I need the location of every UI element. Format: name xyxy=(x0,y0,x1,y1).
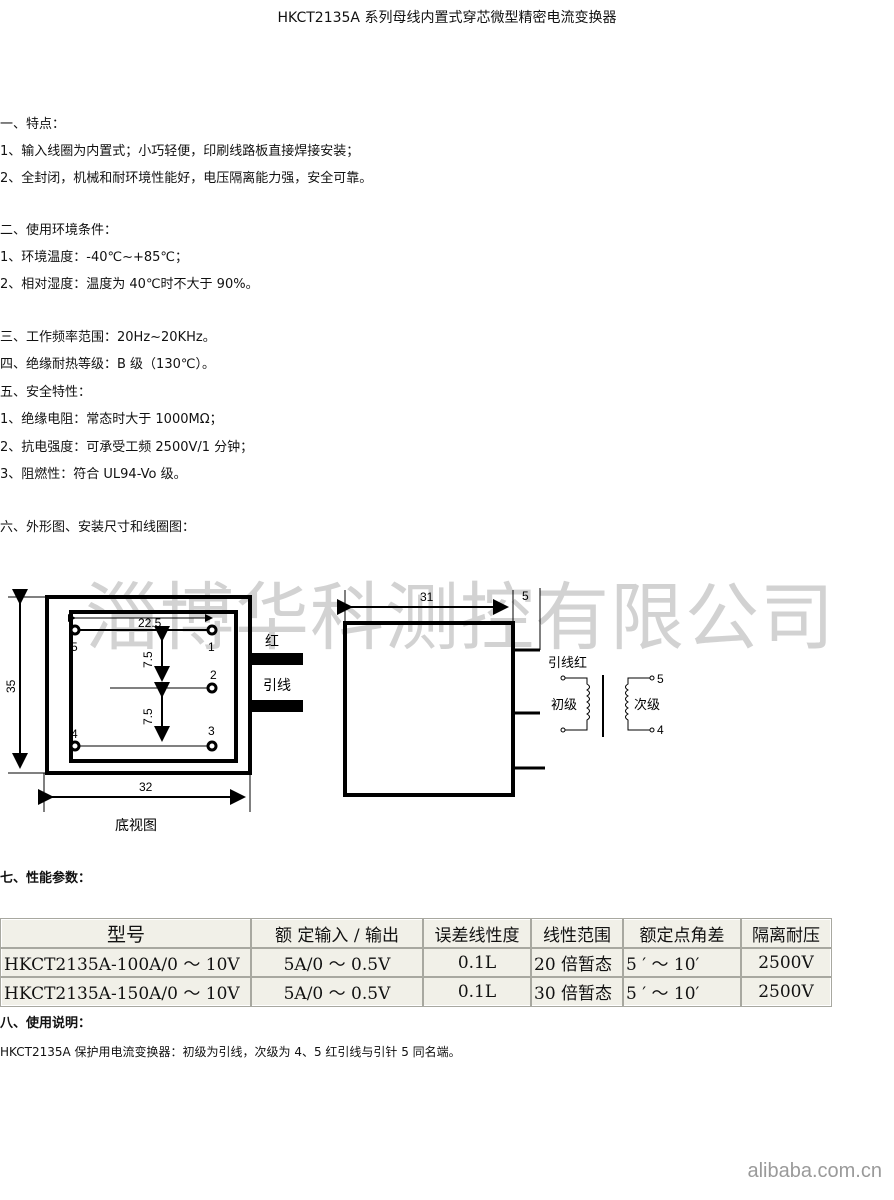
cell-error: 0.1L xyxy=(422,976,532,1007)
cell-rated-io: 5A/0 ～ 0.5V xyxy=(250,947,424,978)
lead-label: 引线 xyxy=(263,677,291,693)
secondary-label: 次级 xyxy=(634,697,660,712)
safety-3: 3、阻燃性：符合 UL94-Vo 级。 xyxy=(0,467,187,482)
feature-2: 2、全封闭，机械和耐环境性能好，电压隔离能力强，安全可靠。 xyxy=(0,171,373,186)
env-temperature: 1、环境温度：-40℃~+85℃； xyxy=(0,250,189,265)
cell-rated-io: 5A/0 ～ 0.5V xyxy=(250,976,424,1007)
header-error: 误差线性度 xyxy=(422,918,532,949)
dim-32: 32 xyxy=(139,780,153,794)
dim-5: 5 xyxy=(522,589,529,603)
dim-22-5: 22.5 xyxy=(138,616,162,630)
secondary-pin-4: 4 xyxy=(657,723,664,737)
cell-linear-range: 20 倍暂态 xyxy=(530,947,624,978)
header-isolation: 隔离耐压 xyxy=(740,918,832,949)
cell-linear-range: 30 倍暂态 xyxy=(530,976,624,1007)
section-7-heading: 七、性能参数： xyxy=(0,871,92,886)
dim-35: 35 xyxy=(4,679,18,693)
pin-2-label: 2 xyxy=(210,668,217,682)
primary-label: 初级 xyxy=(551,697,577,712)
lead-red-label: 引线红 xyxy=(548,655,587,670)
cell-phase-error: 5 ′ ～ 10′ xyxy=(622,947,742,978)
cell-isolation: 2500V xyxy=(740,947,832,978)
feature-1: 1、输入线圈为内置式；小巧轻便，印刷线路板直接焊接安装； xyxy=(0,144,360,159)
section-5-heading: 五、安全特性： xyxy=(0,385,92,400)
bottom-view: 22.5 5 1 2 4 3 7.5 7.5 35 32 底视图 红 引线 xyxy=(4,589,303,833)
section-8-heading: 八、使用说明： xyxy=(0,1016,92,1031)
cell-phase-error: 5 ′ ～ 10′ xyxy=(622,976,742,1007)
header-phase-error: 额定点角差 xyxy=(622,918,742,949)
side-view: 31 5 引线红 初级 次级 5 4 xyxy=(337,588,664,797)
bottom-view-label: 底视图 xyxy=(115,817,157,833)
table-row: HKCT2135A-100A/0 ～ 10V 5A/0 ～ 0.5V 0.1L … xyxy=(0,947,832,978)
header-rated-io: 额 定输入 / 输出 xyxy=(250,918,424,949)
dimension-diagram: 22.5 5 1 2 4 3 7.5 7.5 35 32 底视图 红 引线 31… xyxy=(4,588,664,833)
usage-note: HKCT2135A 保护用电流变换器：初级为引线，次级为 4、5 红引线与引针 … xyxy=(0,1045,461,1059)
header-model: 型号 xyxy=(0,918,252,949)
footer-watermark: alibaba.com.cn xyxy=(747,1160,882,1182)
cell-isolation: 2500V xyxy=(740,976,832,1007)
section-2-heading: 二、使用环境条件： xyxy=(0,223,118,238)
secondary-pin-5: 5 xyxy=(657,672,664,686)
pin-1-label: 1 xyxy=(208,640,215,654)
pin-3-label: 3 xyxy=(208,724,215,738)
cell-error: 0.1L xyxy=(422,947,532,978)
section-4-insulation: 四、绝缘耐热等级：B 级（130℃）。 xyxy=(0,357,215,372)
env-humidity: 2、相对湿度：温度为 40℃时不大于 90%。 xyxy=(0,277,259,292)
safety-1: 1、绝缘电阻：常态时大于 1000MΩ； xyxy=(0,412,223,427)
page-title: HKCT2135A 系列母线内置式穿芯微型精密电流变换器 xyxy=(277,10,617,26)
section-1-heading: 一、特点： xyxy=(0,117,66,132)
pin-5-label: 5 xyxy=(71,640,78,654)
table-header-row: 型号 额 定输入 / 输出 误差线性度 线性范围 额定点角差 隔离耐压 xyxy=(0,918,832,949)
safety-2: 2、抗电强度：可承受工频 2500V/1 分钟； xyxy=(0,440,254,455)
performance-table: 型号 额 定输入 / 输出 误差线性度 线性范围 额定点角差 隔离耐压 HKCT… xyxy=(0,918,832,1007)
section-3-frequency: 三、工作频率范围：20Hz~20KHz。 xyxy=(0,330,216,345)
section-6-heading: 六、外形图、安装尺寸和线圈图： xyxy=(0,520,196,535)
dim-7-5-upper: 7.5 xyxy=(141,651,155,668)
dim-31: 31 xyxy=(420,590,434,604)
cell-model: HKCT2135A-150A/0 ～ 10V xyxy=(0,976,252,1007)
red-label: 红 xyxy=(265,633,279,649)
pin-4-label: 4 xyxy=(71,727,78,741)
dim-7-5-lower: 7.5 xyxy=(141,708,155,725)
header-linear-range: 线性范围 xyxy=(530,918,624,949)
cell-model: HKCT2135A-100A/0 ～ 10V xyxy=(0,947,252,978)
table-row: HKCT2135A-150A/0 ～ 10V 5A/0 ～ 0.5V 0.1L … xyxy=(0,976,832,1007)
